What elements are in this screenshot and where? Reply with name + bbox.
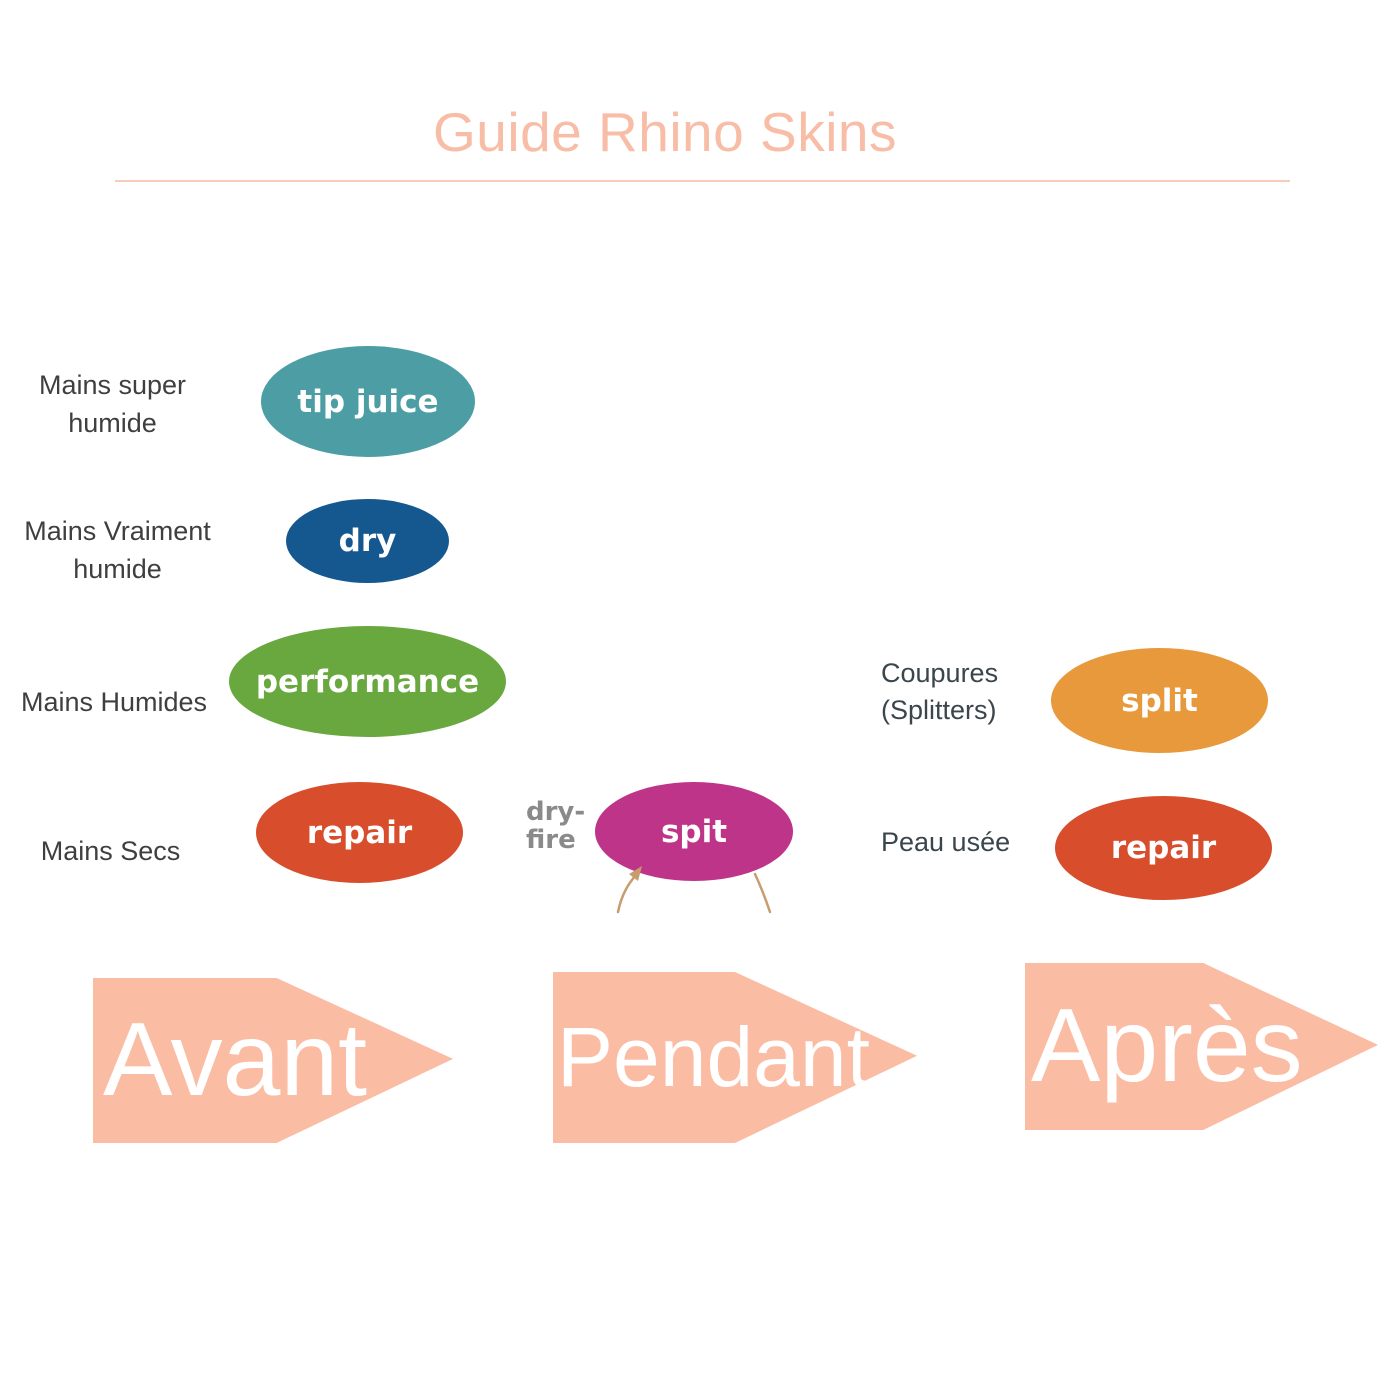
stage-arrow-apres: Après bbox=[1025, 963, 1378, 1130]
title-divider bbox=[115, 180, 1290, 182]
page-title: Guide Rhino Skins bbox=[432, 101, 898, 163]
stage-arrow-pendant: Pendant bbox=[553, 972, 917, 1143]
left-arrow-head-icon bbox=[629, 866, 642, 881]
condition-label-mains-secs: Mains Secs bbox=[40, 836, 181, 866]
stage-arrow-avant: Avant bbox=[93, 978, 453, 1143]
handdrawn-arrows bbox=[616, 866, 772, 914]
condition-label-dry-fire: dry-fire bbox=[526, 797, 586, 855]
condition-label-mains-super-humide: Mains super humide bbox=[38, 370, 187, 438]
condition-label-mains-humides: Mains Humides bbox=[20, 687, 208, 717]
product-name-repair-avant: repair bbox=[306, 814, 413, 851]
left-arrow-shaft bbox=[616, 871, 640, 914]
condition-label-coupures: Coupures (Splitters) bbox=[881, 658, 999, 725]
right-arrow-shaft bbox=[753, 872, 772, 914]
ellipse-repair-apres: repair bbox=[1055, 796, 1272, 900]
ellipse-tip-juice: tip juice bbox=[261, 346, 475, 457]
product-name-performance: performance bbox=[255, 663, 480, 700]
product-name-split: split bbox=[1121, 682, 1198, 719]
product-name-repair-apres: repair bbox=[1110, 830, 1217, 866]
stage-label-pendant: Pendant bbox=[557, 1010, 870, 1104]
ellipse-spit: spit bbox=[595, 782, 793, 881]
product-name-spit: spit bbox=[660, 813, 728, 850]
stage-label-apres: Après bbox=[1031, 988, 1303, 1104]
ellipse-repair-avant: repair bbox=[256, 782, 463, 883]
stage-label-avant: Avant bbox=[103, 1002, 368, 1118]
product-name-dry: dry bbox=[338, 523, 397, 559]
condition-label-mains-vraiment-humide: Mains Vraiment humide bbox=[24, 516, 211, 584]
ellipse-performance: performance bbox=[229, 626, 506, 737]
condition-label-peau-usee: Peau usée bbox=[881, 827, 1011, 857]
product-name-tip-juice: tip juice bbox=[297, 383, 439, 420]
ellipse-split: split bbox=[1051, 648, 1268, 753]
ellipse-dry: dry bbox=[286, 499, 449, 583]
